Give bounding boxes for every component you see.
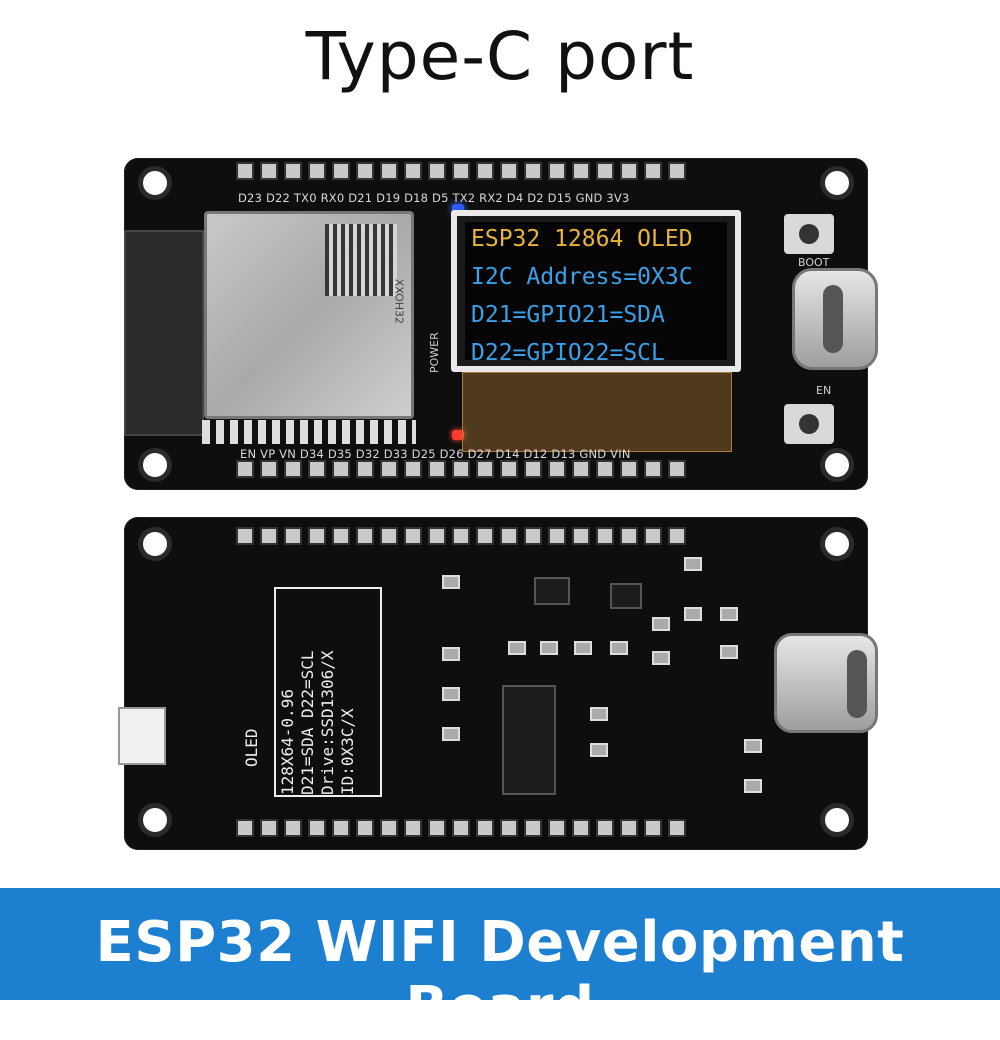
smd-component: [442, 575, 460, 589]
oled-line-2: I2C Address=0X3C: [471, 264, 693, 290]
mounting-hole: [820, 803, 854, 837]
mounting-hole: [138, 527, 172, 561]
qr-code: [325, 224, 397, 296]
silk-oled-label: OLED: [242, 728, 261, 767]
smd-component: [508, 641, 526, 655]
usb-c-port-rear: [774, 633, 878, 733]
silkscreen-box: [274, 587, 382, 797]
smd-component: [652, 617, 670, 631]
smd-component: [590, 743, 608, 757]
blue-led: [452, 204, 464, 214]
boot-button: [784, 214, 834, 254]
oled-line-1: ESP32 12864 OLED: [471, 226, 693, 252]
oled-line-4: D22=GPIO22=SCL: [471, 340, 665, 366]
esp32-board-bottom-view: OLED 128X64-0.96 D21=SDA D22=SCL Drive:S…: [118, 517, 878, 850]
smd-component: [720, 607, 738, 621]
smd-component: [574, 641, 592, 655]
module-label: XXOH32: [392, 278, 405, 324]
transistor-chip: [610, 583, 642, 609]
mounting-hole: [820, 166, 854, 200]
smd-component: [652, 651, 670, 665]
banner-title: ESP32 WIFI Development Board: [95, 910, 905, 1040]
usb-serial-chip: [502, 685, 556, 795]
smd-component: [744, 779, 762, 793]
antenna-area: [124, 230, 204, 436]
power-label: POWER: [428, 332, 441, 373]
header-pins-top-rear: [236, 527, 692, 545]
oled-display: ESP32 12864 OLED I2C Address=0X3C D21=GP…: [451, 210, 741, 372]
smd-component: [744, 739, 762, 753]
smd-component: [442, 727, 460, 741]
en-button: [784, 404, 834, 444]
oled-flex-cable: [462, 372, 732, 452]
smd-component: [610, 641, 628, 655]
regulator-chip: [534, 577, 570, 605]
en-label: EN: [816, 384, 832, 397]
oled-screen: ESP32 12864 OLED I2C Address=0X3C D21=GP…: [465, 222, 727, 366]
smd-component: [442, 647, 460, 661]
smd-component: [540, 641, 558, 655]
smd-component: [684, 607, 702, 621]
red-led: [452, 430, 464, 440]
smd-component: [720, 645, 738, 659]
oled-line-3: D21=GPIO21=SDA: [471, 302, 665, 328]
mounting-hole: [138, 166, 172, 200]
header-pins-bottom: [236, 460, 692, 478]
header-pins-bottom-rear: [236, 819, 692, 837]
battery-connector: [118, 707, 166, 765]
usb-c-port: [792, 268, 878, 370]
smd-component: [684, 557, 702, 571]
header-pins-top: [236, 162, 692, 180]
top-pin-labels: D23 D22 TX0 RX0 D21 D19 D18 D5 TX2 RX2 D…: [238, 191, 630, 205]
module-pads: [202, 420, 416, 444]
product-banner: ESP32 WIFI Development Board: [0, 888, 1000, 1040]
mounting-hole: [138, 803, 172, 837]
mounting-hole: [138, 448, 172, 482]
smd-component: [442, 687, 460, 701]
smd-component: [590, 707, 608, 721]
silk-line-1: 128X64-0.96: [278, 689, 297, 795]
mounting-hole: [820, 448, 854, 482]
esp32-board-top-view: D23 D22 TX0 RX0 D21 D19 D18 D5 TX2 RX2 D…: [124, 158, 878, 490]
silkscreen-specs: 128X64-0.96 D21=SDA D22=SCL Drive:SSD130…: [278, 651, 358, 796]
boot-label: BOOT: [798, 256, 830, 269]
silk-line-3: Drive:SSD1306/X: [318, 650, 337, 796]
mounting-hole: [820, 527, 854, 561]
silk-line-4: ID:0X3C/X: [338, 708, 357, 795]
esp32-module: XXOH32: [204, 211, 414, 419]
bottom-pin-labels: EN VP VN D34 D35 D32 D33 D25 D26 D27 D14…: [240, 447, 631, 461]
silk-line-2: D21=SDA D22=SCL: [298, 650, 317, 796]
page-title: Type-C port: [305, 18, 695, 95]
